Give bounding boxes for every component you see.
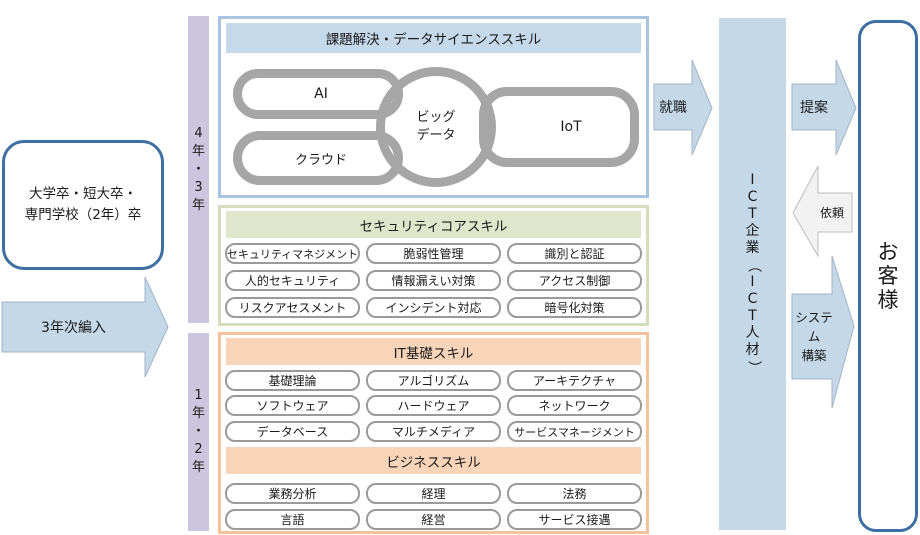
ict-company-bar: I C T 企 業 （ I C T 人 材 ） [719,18,786,530]
skill-pill: ソフトウェア [225,395,360,416]
proposal-arrow-label: 提案 [800,100,828,116]
skill-pill: 法務 [507,483,642,504]
skill-pill: アルゴリズム [366,370,501,391]
bigdata-ring [376,67,496,187]
skill-pill: 暗号化対策 [507,297,642,318]
skill-pill: アーキテクチャ [507,370,642,391]
data-science-title: 課題解決・データサイエンススキル [226,23,641,53]
iot-label: IoT [560,119,582,135]
year-bar-lower: 1 年 ・ 2 年 [188,333,209,531]
ai-label: AI [314,86,328,102]
skill-pill: 経理 [366,483,501,504]
bigdata-label: ビッグ データ [416,110,456,143]
skill-pill: セキュリティマネジメント [225,243,360,264]
skill-pill: インシデント対応 [366,297,501,318]
business-title: ビジネススキル [226,447,641,474]
skill-pill: 言語 [225,509,360,530]
graduate-box: 大学卒・短大卒・ 専門学校（2年）卒 [2,140,164,270]
cloud-label: クラウド [294,152,347,168]
data-science-section: 課題解決・データサイエンススキル AI クラウド ビッグ データ IoT [218,16,649,198]
skill-pill: ネットワーク [507,395,642,416]
year-label-lower: 1 年 ・ 2 年 [191,388,205,475]
ict-company-label: I C T 企 業 （ I C T 人 材 ） [745,172,761,375]
security-title: セキュリティコアスキル [226,211,641,238]
skill-pill: サービスマネージメント [507,421,642,442]
iot-ring [479,87,639,167]
customer-label: お 客 様 [877,240,899,312]
year-label-upper: 4 年 ・ 3 年 [191,125,205,213]
employment-arrow-label: 就職 [659,100,687,116]
skill-pill: 人的セキュリティ [225,270,360,291]
skill-pill: データベース [225,421,360,442]
skill-pill: サービス接遇 [507,509,642,530]
year-bar-upper: 4 年 ・ 3 年 [188,16,209,323]
customer-box: お 客 様 [858,20,918,532]
transfer-arrow-label: 3年次編入 [41,320,106,336]
skill-pill: 業務分析 [225,483,360,504]
skill-pill: 識別と認証 [507,243,642,264]
request-arrow-label: 依頼 [819,206,844,220]
skill-pill: 脆弱性管理 [366,243,501,264]
skill-pill: 情報漏えい対策 [366,270,501,291]
it-basic-title: IT基礎スキル [226,338,641,365]
skill-pill: マルチメディア [366,421,501,442]
it-basic-section: IT基礎スキル 基礎理論 アルゴリズム アーキテクチャ ソフトウェア ハードウェ… [218,332,649,534]
skill-pill: リスクアセスメント [225,297,360,318]
skill-pill: アクセス制御 [507,270,642,291]
skill-pill: 基礎理論 [225,370,360,391]
system-build-arrow-label: システム 構築 [795,309,833,363]
skill-pill: ハードウェア [366,395,501,416]
graduate-line-1: 大学卒・短大卒・ [29,186,137,202]
skill-pill: 経営 [366,509,501,530]
graduate-line-2: 専門学校（2年）卒 [24,207,142,223]
security-section: セキュリティコアスキル セキュリティマネジメント 脆弱性管理 識別と認証 人的セ… [218,205,649,326]
